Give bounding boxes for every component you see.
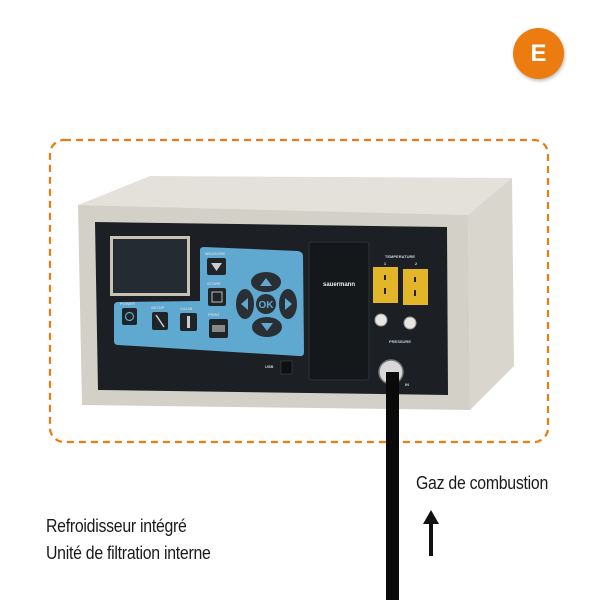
gas-hose (386, 372, 399, 600)
setup-key[interactable] (152, 312, 168, 330)
temp-channel-2-label: 2 (415, 261, 418, 266)
sauermann-module (308, 241, 370, 381)
brand-logo: sauermann (323, 282, 355, 288)
device-top-face (78, 176, 512, 215)
print-key[interactable] (209, 319, 228, 338)
measure-key-label: MEASURE (205, 251, 225, 256)
arrow-up-icon (423, 510, 439, 556)
temperature-connector-2[interactable] (403, 269, 428, 305)
feature-filtration: Unité de filtration interne (46, 543, 211, 563)
ok-key-label: OK (259, 300, 275, 311)
section-badge: E (513, 28, 564, 79)
dashed-frame (48, 138, 550, 444)
power-key[interactable] (122, 308, 137, 325)
device-right-face (468, 178, 514, 410)
usb-port[interactable] (280, 360, 293, 375)
store-key-label: STORE (207, 281, 221, 286)
calib-key[interactable] (180, 313, 197, 331)
pressure-port-plus[interactable] (403, 316, 417, 330)
calib-key-label: CALIB (180, 306, 192, 311)
setup-key-label: SETUP (151, 305, 165, 310)
ok-key[interactable] (256, 294, 276, 314)
pressure-port-minus[interactable] (374, 313, 388, 327)
pressure-label: PRESSURE (389, 339, 411, 344)
temp-channel-1-label: 1 (384, 261, 387, 266)
gas-label: Gaz de combustion (416, 473, 548, 493)
usb-label: USB (265, 364, 274, 369)
feature-cooler: Refroidisseur intégré (46, 516, 187, 536)
temperature-connector-1[interactable] (373, 267, 398, 303)
gas-in-label: IN (405, 382, 409, 387)
store-key[interactable] (208, 288, 226, 306)
power-key-label: POWER (120, 301, 135, 306)
print-key-label: PRINT (208, 312, 221, 317)
measure-key[interactable] (207, 258, 226, 275)
temperature-label: TEMPERATURE (385, 254, 415, 259)
